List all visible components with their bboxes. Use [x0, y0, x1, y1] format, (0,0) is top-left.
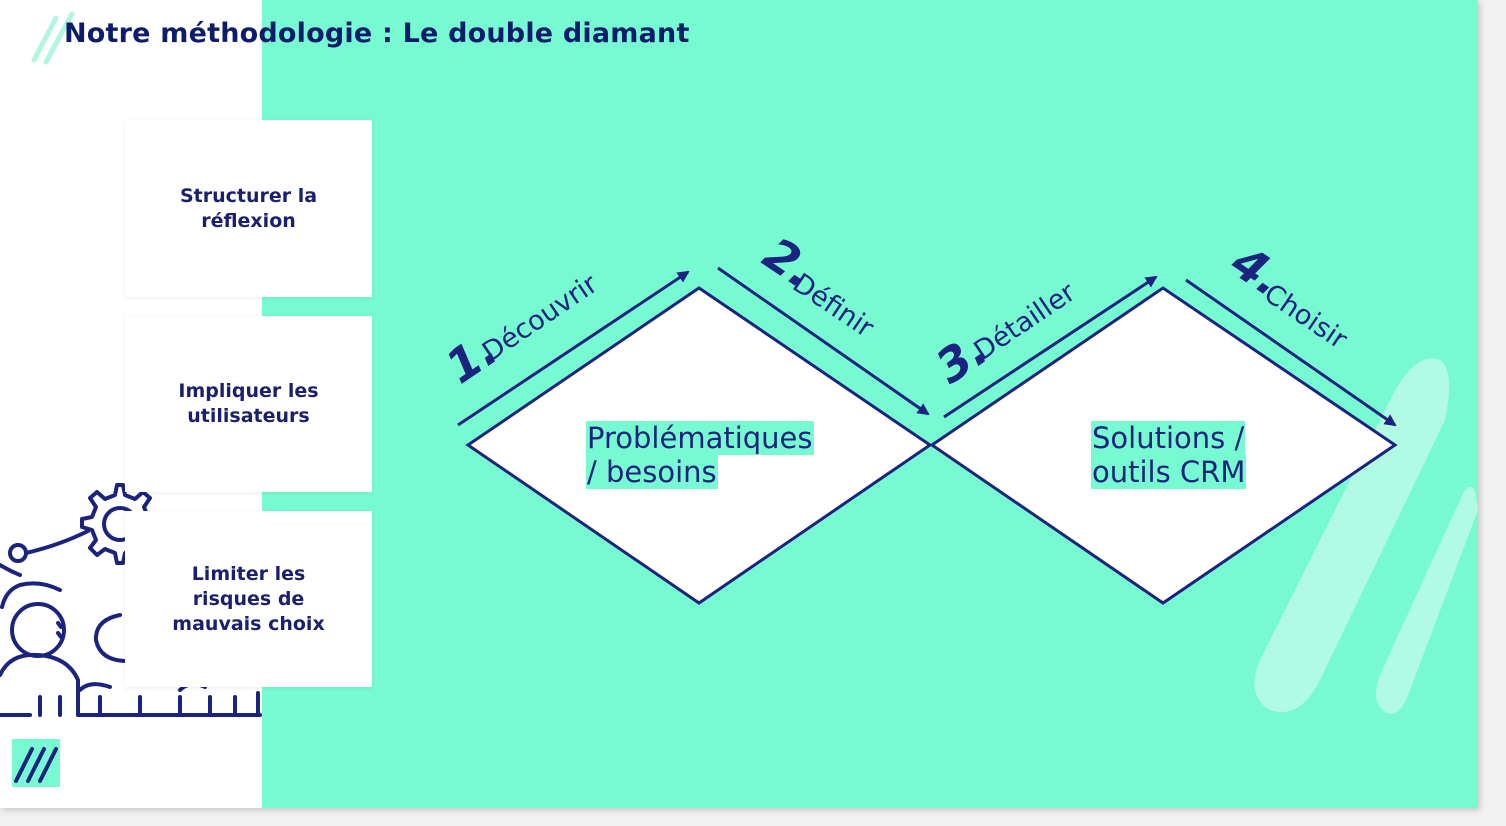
diamond-left-text: Problématiques / besoins: [586, 421, 814, 489]
card-limiter: Limiter les risques de mauvais choix: [125, 511, 372, 687]
arrow-detailler: [943, 275, 1158, 419]
card-limiter-text: Limiter les risques de mauvais choix: [172, 562, 325, 635]
step-2-label: Définir: [787, 268, 880, 345]
diamond-left-line1: Problématiques: [586, 421, 814, 455]
slash-logo-icon: [12, 739, 60, 787]
double-diamond-diagram: 1. Découvrir 2. Définir 3. Détailler 4. …: [436, 226, 1398, 605]
diamond-right-line2: outils CRM: [1091, 455, 1247, 489]
arrow-choisir: [1185, 278, 1397, 427]
card-impliquer: Impliquer les utilisateurs: [125, 316, 372, 492]
step-4-label: Choisir: [1258, 278, 1353, 356]
diamond-right-text: Solutions / outils CRM: [1091, 421, 1247, 489]
arrow-decouvrir: [457, 270, 690, 427]
team-gear-illustration: [0, 483, 262, 717]
card-structurer: Structurer la réflexion: [125, 120, 372, 297]
step-1-label: Découvrir: [477, 268, 604, 368]
card-impliquer-text: Impliquer les utilisateurs: [178, 380, 319, 427]
diamond-left-line2: / besoins: [586, 455, 718, 489]
slide: Notre méthodologie : Le double diamant S…: [0, 0, 1478, 808]
brush-stroke-decoration: [1254, 358, 1478, 714]
card-structurer-text: Structurer la réflexion: [179, 184, 318, 232]
title-slash-decoration: [31, 11, 75, 65]
arrow-definir: [717, 266, 930, 416]
page-title: Notre méthodologie : Le double diamant: [64, 18, 690, 49]
diamond-right-line1: Solutions /: [1091, 421, 1246, 455]
